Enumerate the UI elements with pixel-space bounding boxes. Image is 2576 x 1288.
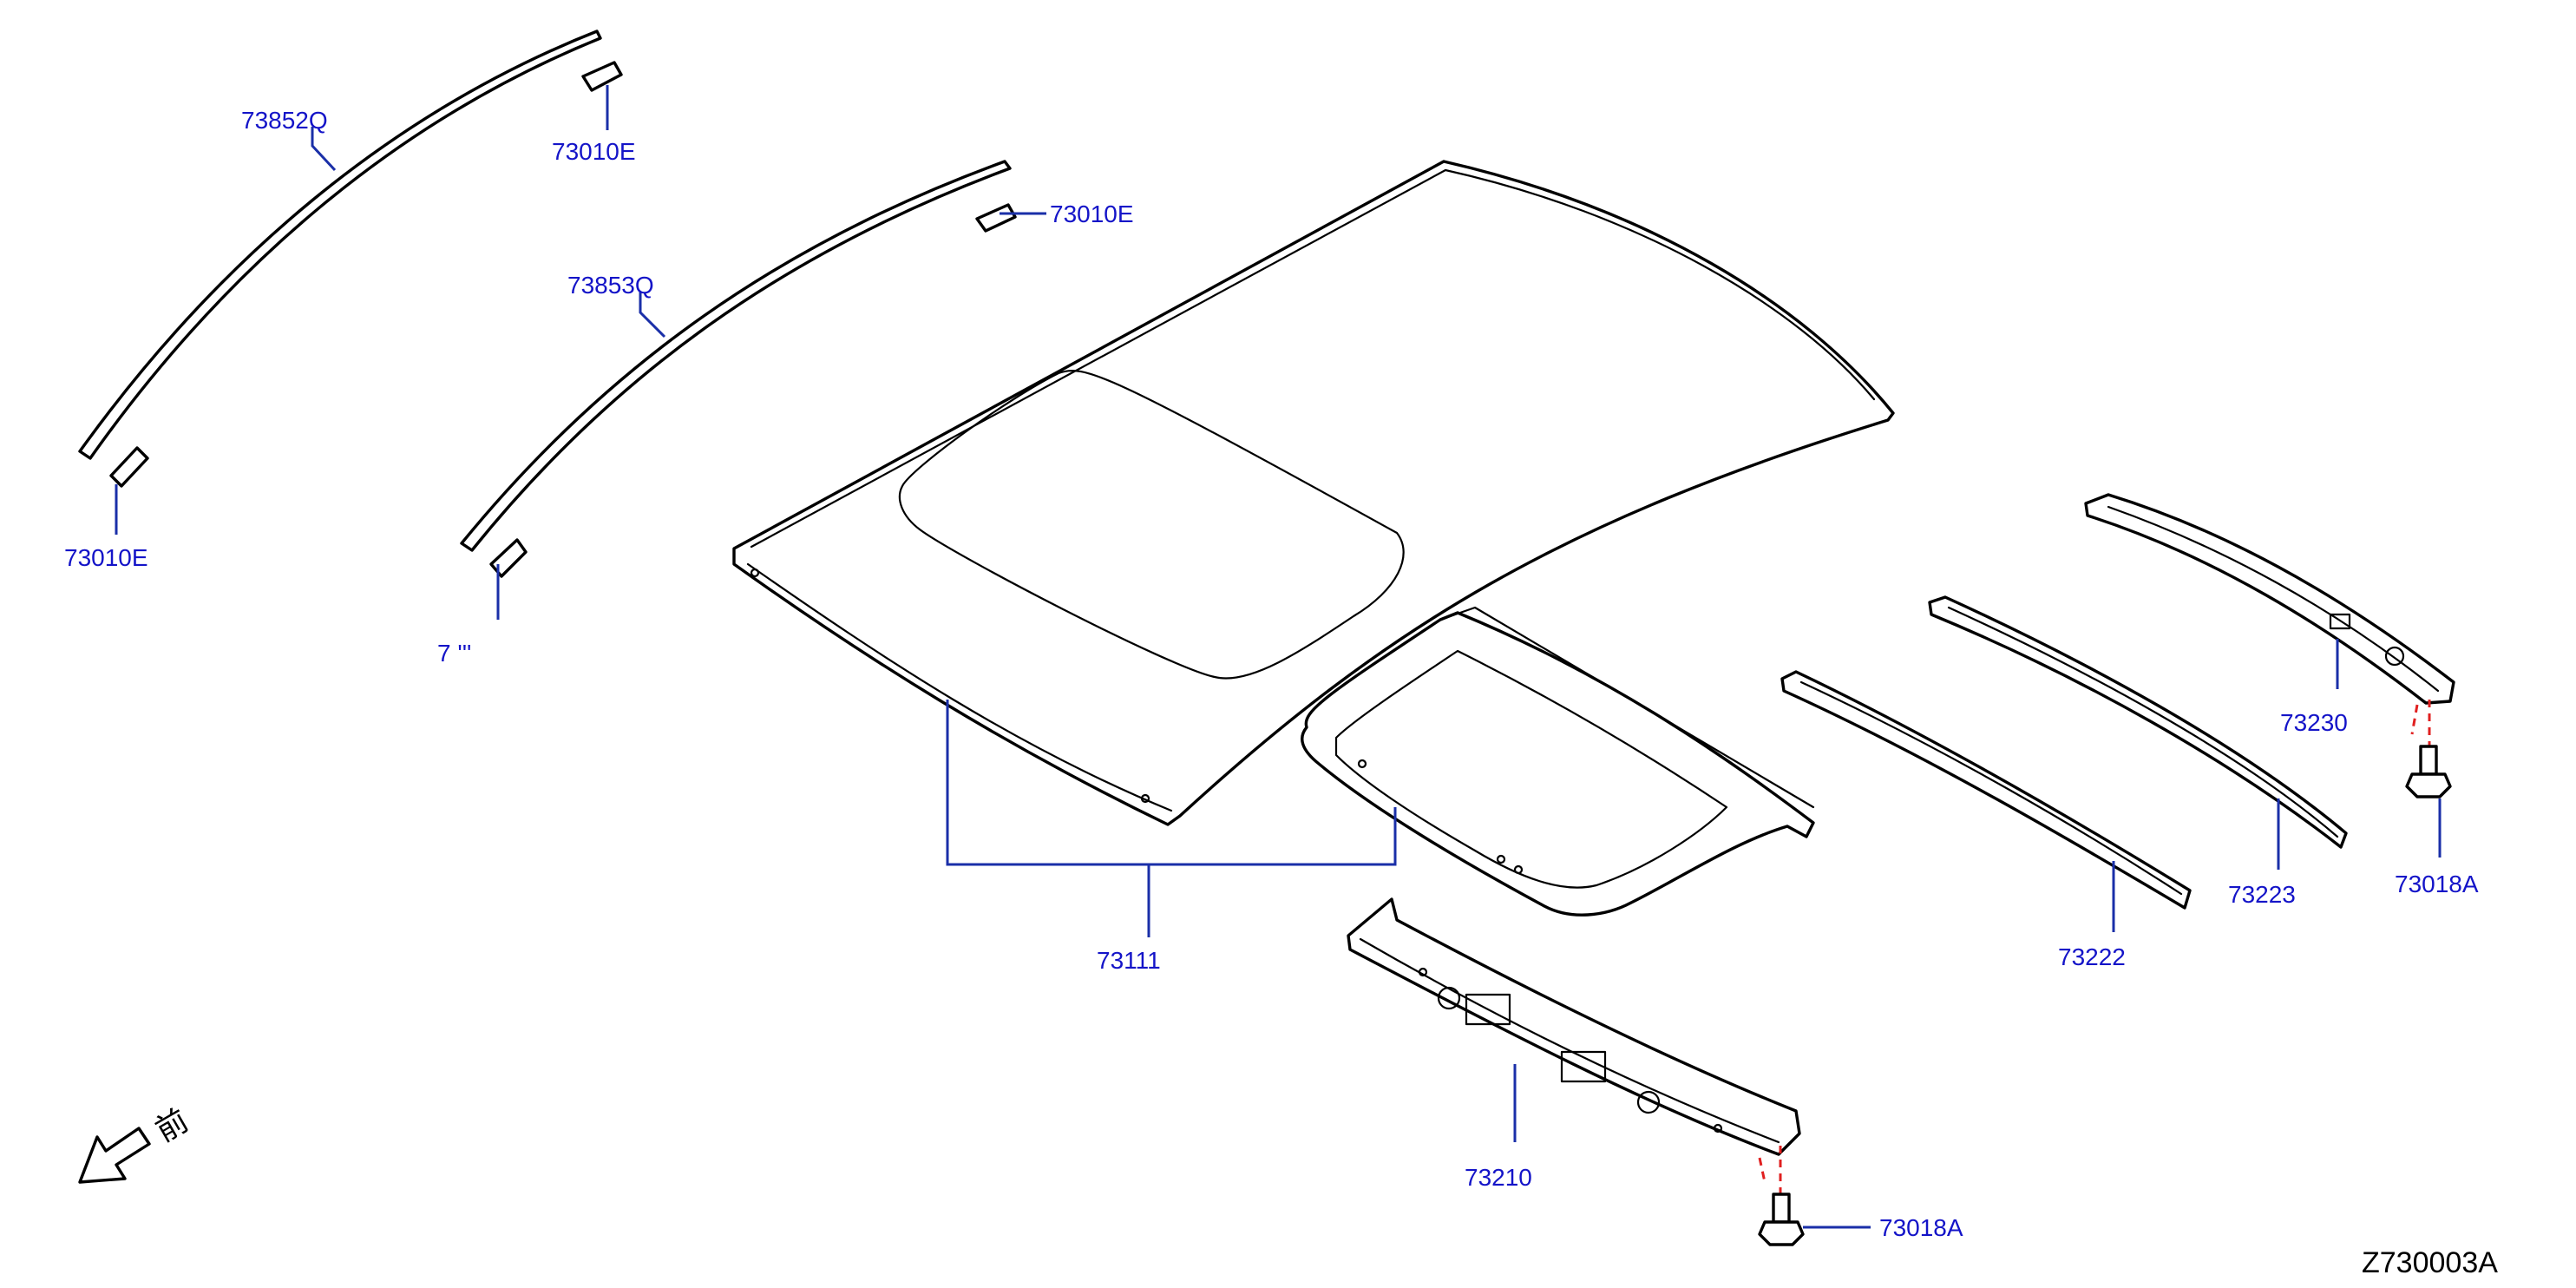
- rear-roof-rail-73230: [2084, 493, 2455, 705]
- clip-73010E-lower: [489, 538, 528, 578]
- roof-bow-73223: [1928, 595, 2348, 849]
- front-arrow-icon: [78, 1127, 151, 1184]
- bolt-73018A-lower: [1758, 1146, 1805, 1246]
- leader-lines: [115, 85, 2442, 1229]
- roof-moulding-73852Q: [78, 30, 602, 460]
- callout-73852Q: 73852Q: [241, 107, 328, 134]
- callout-73010E-top: 73010E: [552, 138, 636, 165]
- callout-73853Q: 73853Q: [567, 272, 654, 299]
- diagram-code: Z730003A: [2362, 1246, 2498, 1279]
- clip-73010E-top: [581, 61, 623, 92]
- front-direction-label: 前: [150, 1103, 195, 1150]
- roof-moulding-73853Q: [460, 160, 1012, 552]
- callout-73222: 73222: [2058, 943, 2126, 970]
- sunroof-frame-reinforcement: [1301, 606, 1815, 917]
- clip-73010E-left: [109, 446, 149, 488]
- callout-73230: 73230: [2280, 709, 2348, 736]
- callout-73223: 73223: [2228, 881, 2296, 908]
- clip-73010E-right: [975, 203, 1017, 233]
- callout-73010E-right: 73010E: [1050, 200, 1134, 227]
- bolt-73018A-right: [2405, 700, 2452, 798]
- callout-73018A-right: 73018A: [2395, 871, 2479, 897]
- roof-panel-73111: [732, 160, 1895, 826]
- callout-73010E-left: 73010E: [64, 544, 148, 571]
- roof-bow-73222: [1780, 670, 2192, 910]
- callout-73210: 73210: [1465, 1164, 1532, 1191]
- callout-73111: 73111: [1097, 947, 1161, 974]
- callout-73018A-lower: 73018A: [1879, 1214, 1963, 1241]
- callout-73010E-lower: 7 ''': [437, 640, 471, 667]
- front-roof-rail-73210: [1347, 897, 1801, 1156]
